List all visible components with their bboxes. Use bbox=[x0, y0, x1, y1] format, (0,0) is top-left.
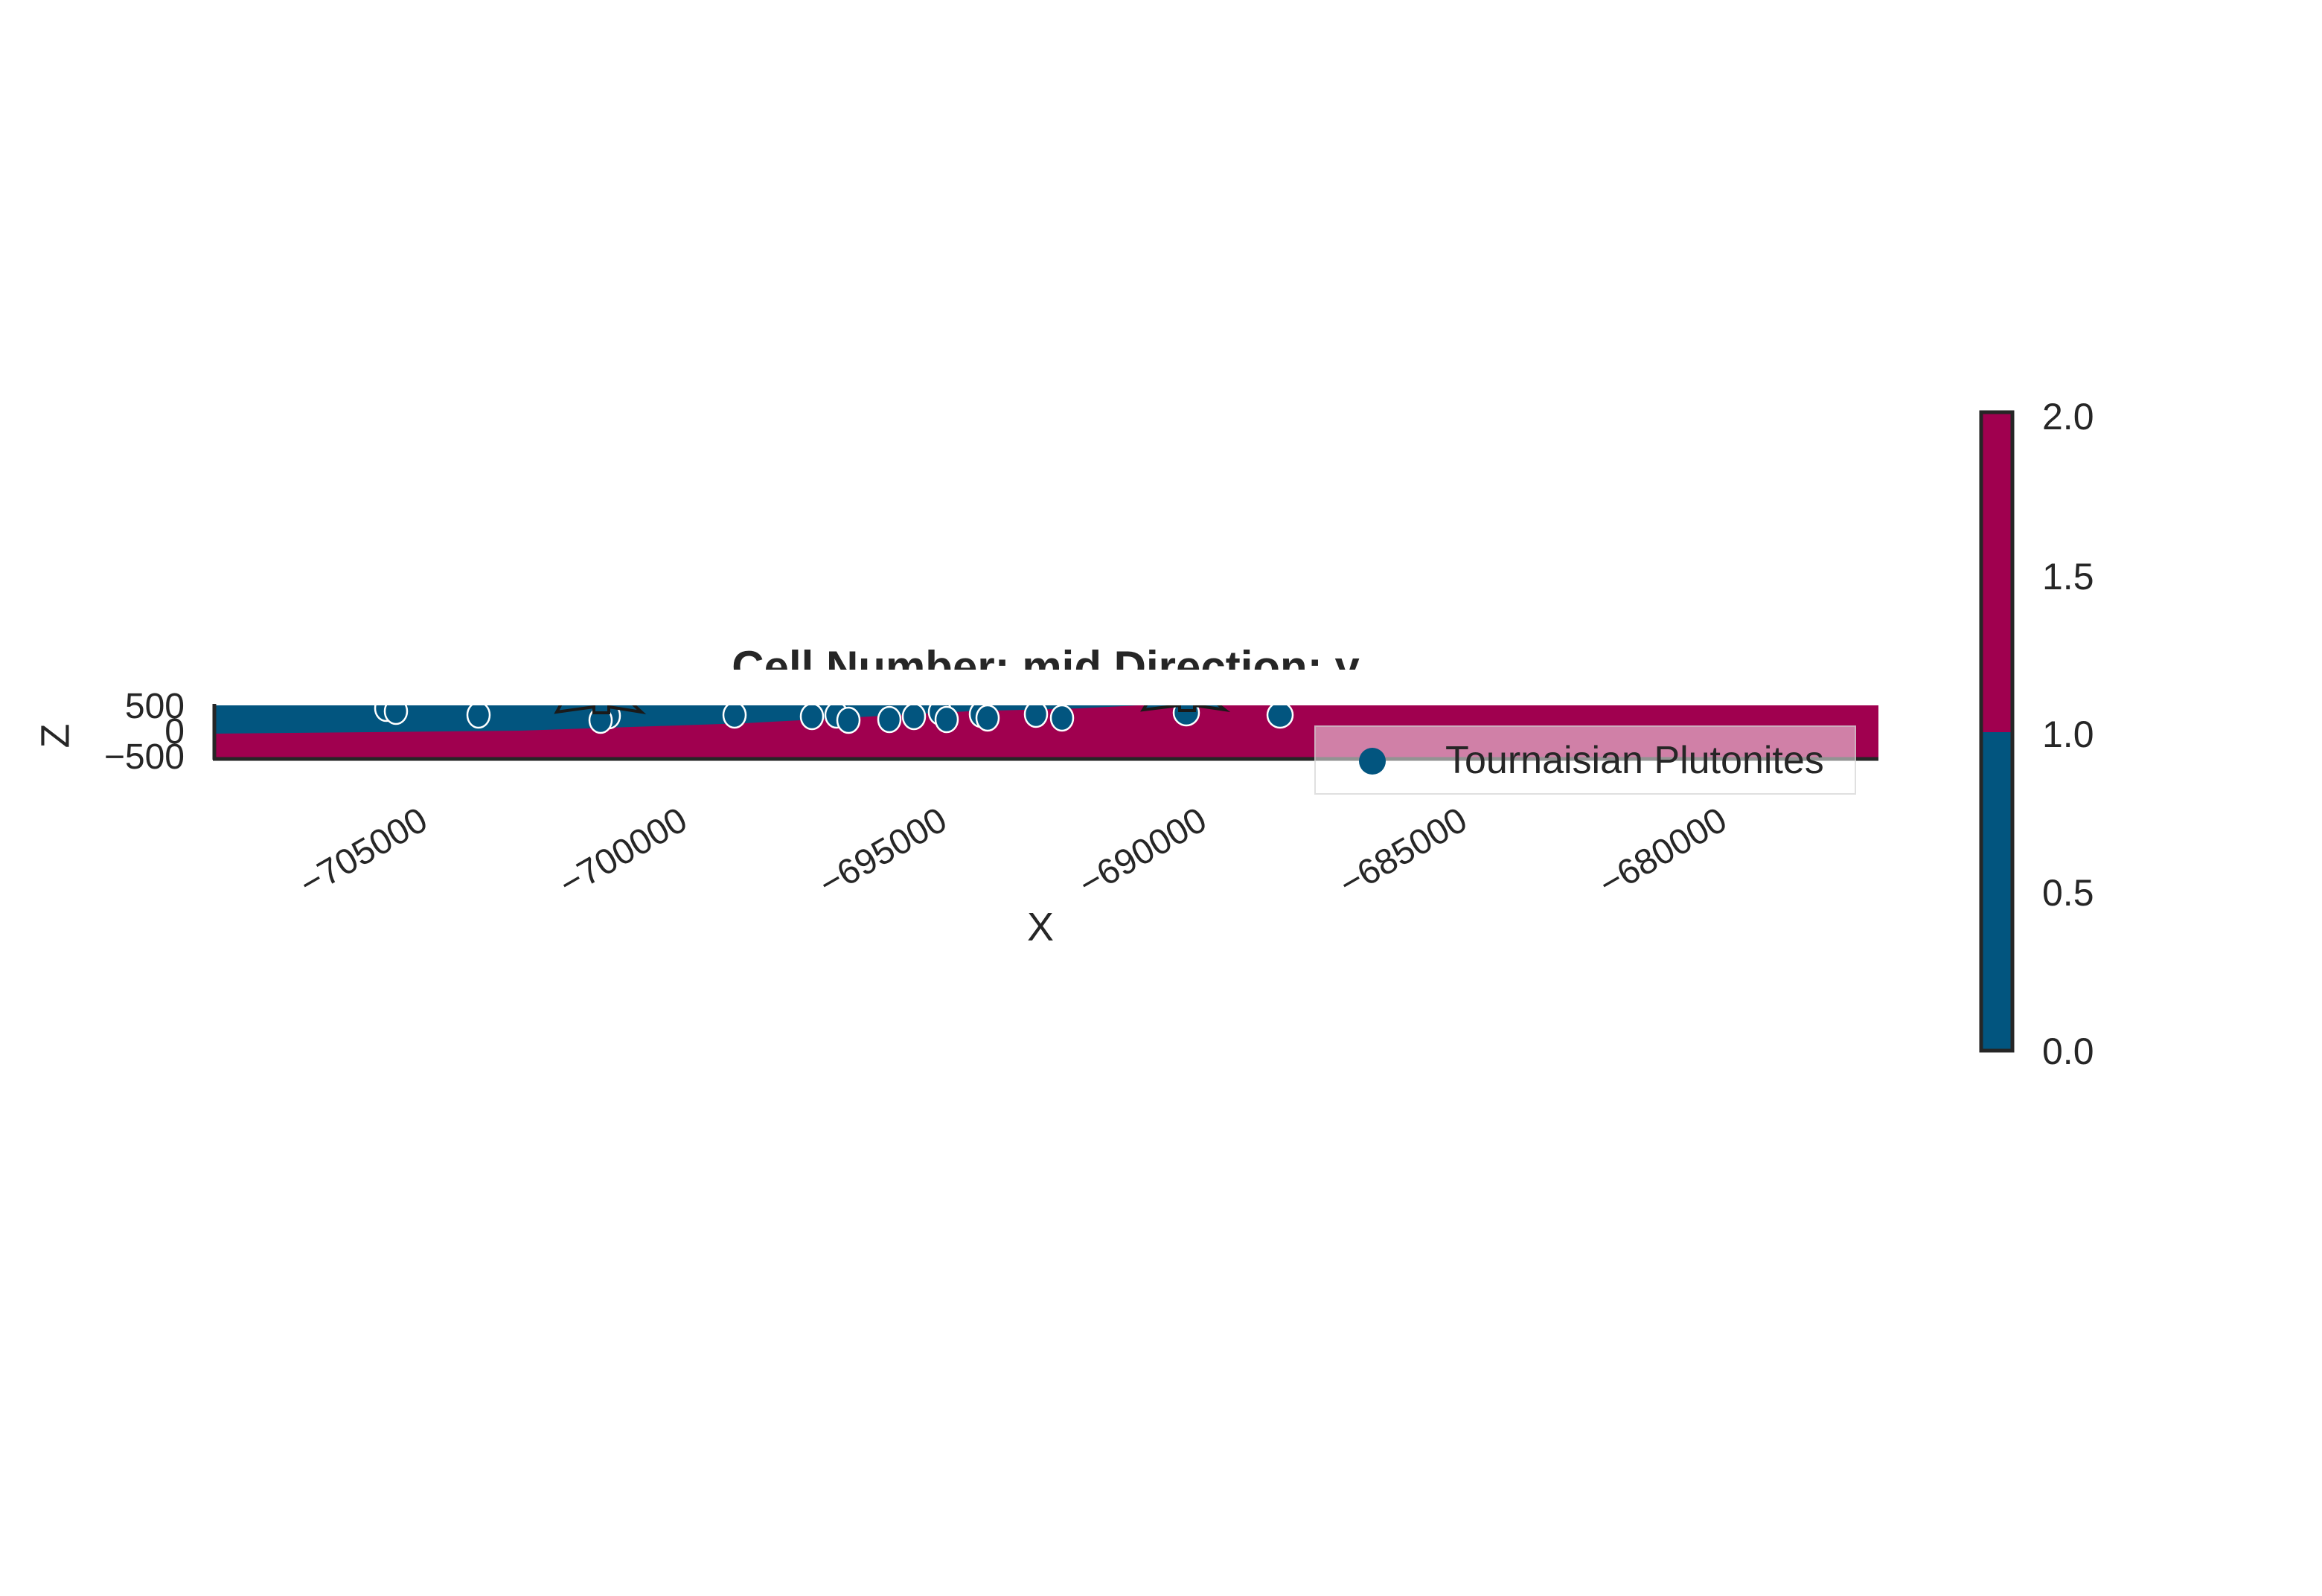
legend-marker-icon bbox=[1359, 748, 1386, 775]
colorbar-tick-0.0: 0.0 bbox=[2042, 1031, 2094, 1072]
colorbar-tick-0.5: 0.5 bbox=[2042, 872, 2094, 914]
colorbar-upper-segment bbox=[1981, 412, 2012, 732]
colorbar-lower-segment bbox=[1981, 732, 2012, 1051]
y-tick-0: 0 bbox=[164, 712, 185, 751]
x-axis-label: X bbox=[1027, 905, 1055, 949]
top-clip bbox=[0, 670, 2322, 705]
y-axis-label: Z bbox=[33, 723, 78, 749]
y-tick-500: 500 bbox=[124, 687, 185, 726]
legend: Tournaisian Plutonites bbox=[1314, 725, 1856, 795]
colorbar-tick-2.0: 2.0 bbox=[2042, 396, 2094, 438]
legend-label: Tournaisian Plutonites bbox=[1445, 739, 1824, 782]
colorbar-frame bbox=[1979, 410, 2015, 1053]
y-tick-neg500: −500 bbox=[103, 737, 185, 777]
colorbar-tick-1.0: 1.0 bbox=[2042, 714, 2094, 755]
colorbar-tick-1.5: 1.5 bbox=[2042, 556, 2094, 597]
